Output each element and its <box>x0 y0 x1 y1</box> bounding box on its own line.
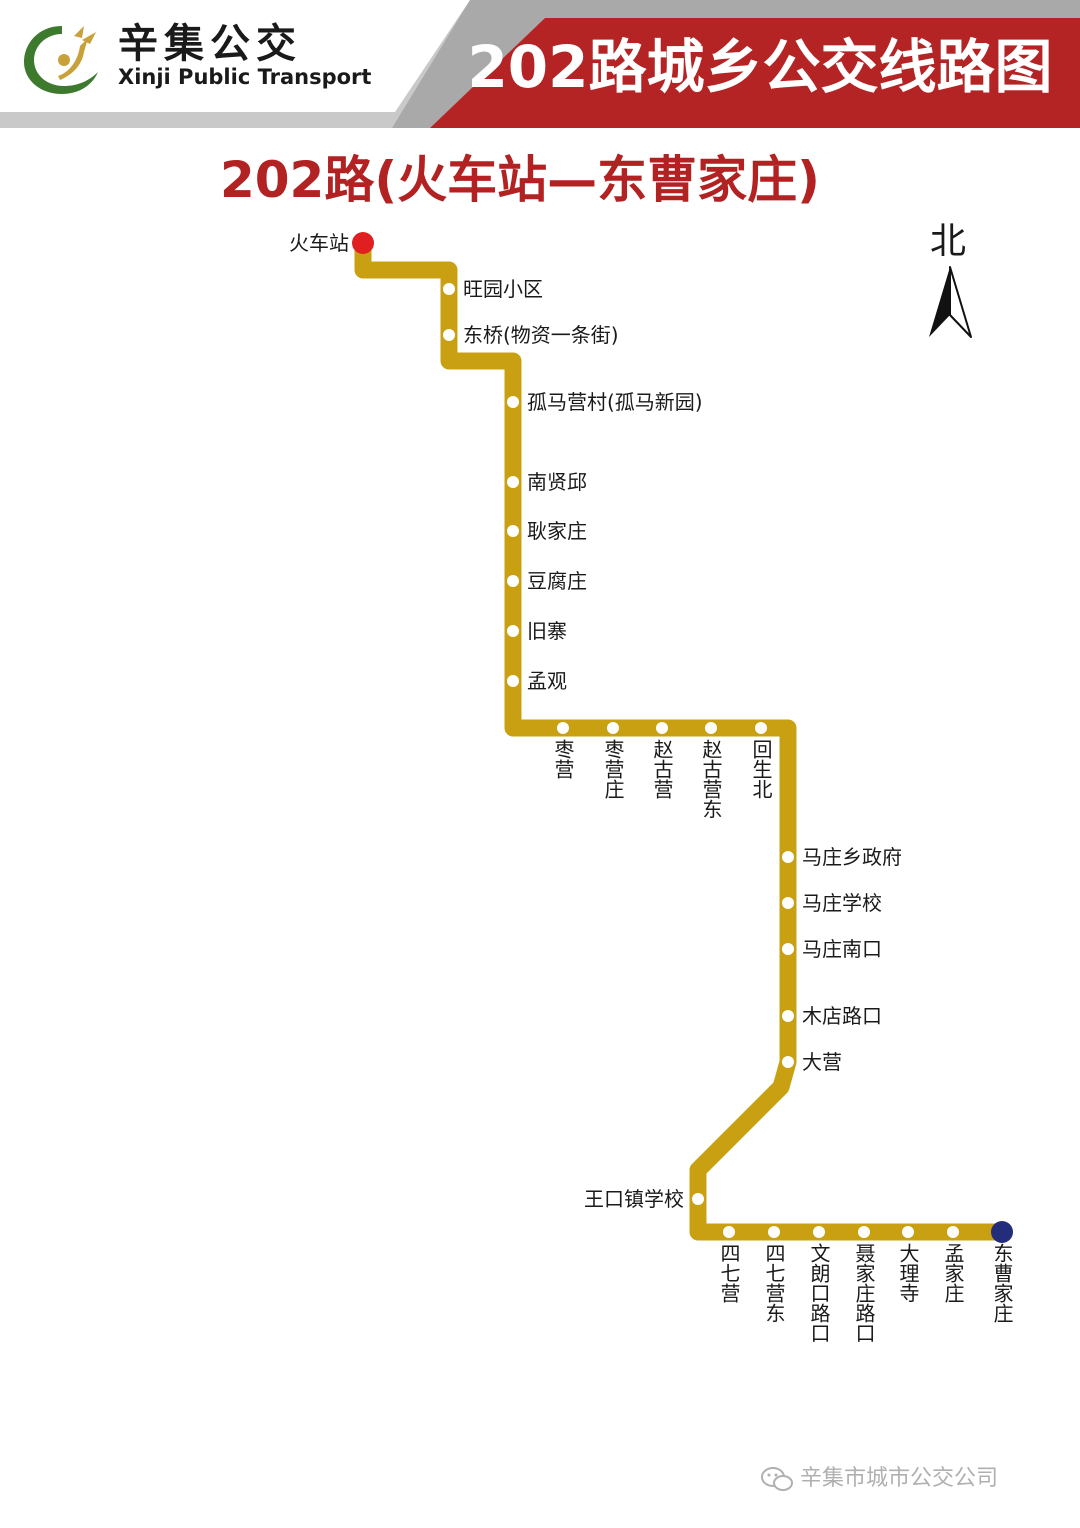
station-label: 东桥(物资一条街) <box>463 323 619 347</box>
station-marker <box>507 675 519 687</box>
station-label: 回生北 <box>749 739 773 799</box>
wechat-icon <box>761 1467 793 1491</box>
station-label: 四七营 <box>717 1243 741 1303</box>
station-marker <box>507 575 519 587</box>
station-label: 马庄南口 <box>802 937 882 961</box>
station-label: 南贤邱 <box>527 470 587 494</box>
header-title: 202路城乡公交线路图 <box>467 33 1053 101</box>
station-label: 木店路口 <box>802 1004 882 1028</box>
station-marker <box>782 1010 794 1022</box>
station-label: 旺园小区 <box>463 277 543 301</box>
station-marker <box>723 1226 735 1238</box>
station-marker <box>782 851 794 863</box>
header: 辛集公交 Xinji Public Transport 202路城乡公交线路图 <box>0 0 1080 128</box>
station-marker <box>782 943 794 955</box>
watermark-text: 辛集市城市公交公司 <box>800 1466 999 1491</box>
station-label: 聂家庄路口 <box>852 1243 876 1343</box>
station-marker <box>352 232 374 254</box>
station-label: 枣营庄 <box>601 739 625 799</box>
station-marker <box>755 722 767 734</box>
station-marker <box>443 329 455 341</box>
station-marker <box>692 1193 704 1205</box>
station-marker <box>782 1056 794 1068</box>
station-marker <box>607 722 619 734</box>
station-marker <box>507 625 519 637</box>
station-label: 赵古营 <box>650 739 674 799</box>
station-label: 四七营东 <box>762 1243 786 1323</box>
station-label: 文朗口路口 <box>807 1243 831 1343</box>
station-marker <box>656 722 668 734</box>
station-label: 孤马营村(孤马新园) <box>527 390 703 414</box>
station-label: 孟观 <box>527 669 567 693</box>
station-label: 耿家庄 <box>527 519 587 543</box>
station-label: 大营 <box>802 1050 842 1074</box>
station-label: 大理寺 <box>896 1243 920 1303</box>
header-background <box>0 0 1080 128</box>
station-label: 旧寨 <box>527 619 567 643</box>
brand-name-en: Xinji Public Transport <box>118 65 372 89</box>
station-marker <box>813 1226 825 1238</box>
station-marker <box>507 476 519 488</box>
station-marker <box>858 1226 870 1238</box>
station-label: 火车站 <box>289 231 349 255</box>
watermark: 辛集市城市公交公司 <box>760 1465 998 1493</box>
station-label: 赵古营东 <box>699 739 723 819</box>
station-marker <box>705 722 717 734</box>
xinji-bus-logo-icon <box>24 26 98 94</box>
station-marker <box>557 722 569 734</box>
station-marker <box>902 1226 914 1238</box>
station-marker <box>507 525 519 537</box>
station-label: 枣营 <box>551 739 575 779</box>
station-marker <box>991 1221 1013 1243</box>
station-marker <box>947 1226 959 1238</box>
station-marker <box>768 1226 780 1238</box>
station-marker <box>443 283 455 295</box>
route-title: 202路(火车站—东曹家庄) <box>219 151 821 209</box>
north-arrow-icon <box>929 266 972 338</box>
station-dots <box>352 232 1013 1243</box>
brand-name-cn: 辛集公交 <box>118 21 302 67</box>
route-line <box>354 234 1011 1241</box>
station-label: 马庄学校 <box>802 891 882 915</box>
station-label: 马庄乡政府 <box>802 845 902 869</box>
station-label: 东曹家庄 <box>990 1243 1014 1323</box>
station-label: 王口镇学校 <box>584 1187 684 1211</box>
station-label: 孟家庄 <box>941 1243 965 1303</box>
station-marker <box>507 396 519 408</box>
station-label: 豆腐庄 <box>527 569 587 593</box>
station-marker <box>782 897 794 909</box>
north-label: 北 <box>930 221 967 262</box>
